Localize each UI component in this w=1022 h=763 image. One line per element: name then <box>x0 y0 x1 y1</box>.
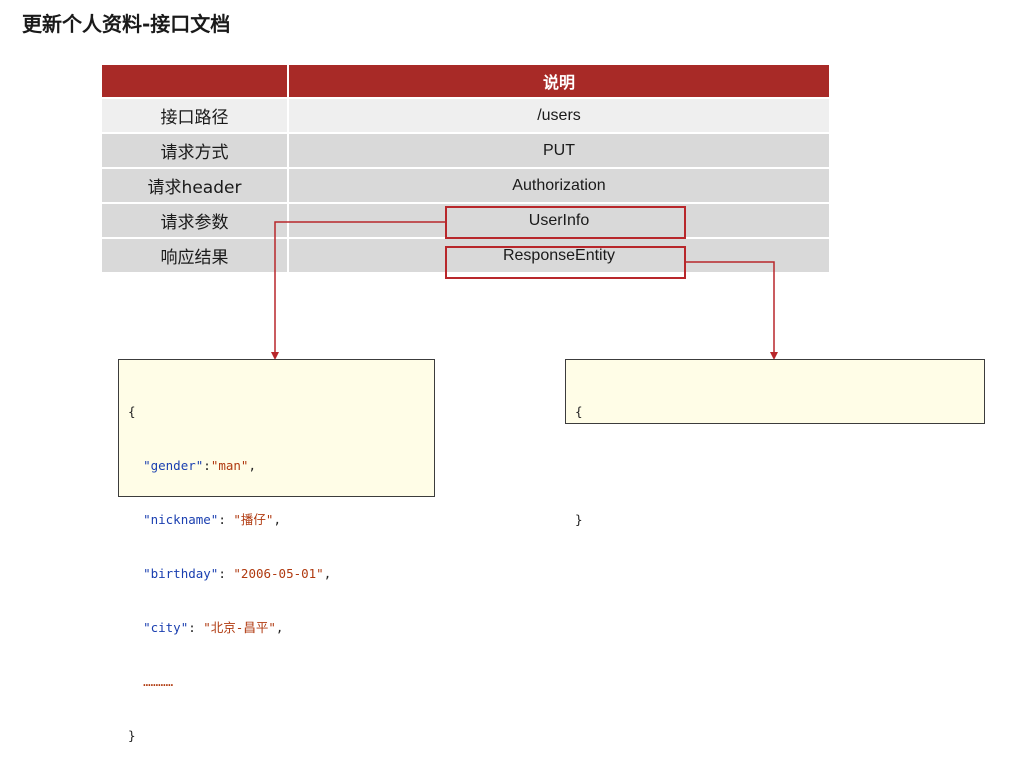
table-header-label <box>102 65 289 98</box>
request-field-nickname: "nickname": "播仔", <box>143 512 281 527</box>
table-header-row: 说明 <box>102 65 829 98</box>
row-value-response: ResponseEntity <box>288 237 829 272</box>
request-ellipsis: ………… <box>143 674 174 689</box>
row-label-header: 请求header <box>102 167 289 203</box>
table-row: 请求参数 UserInfo <box>102 202 829 238</box>
table-row: 响应结果 ResponseEntity <box>102 237 829 272</box>
response-json-box: { ​ } <box>565 359 985 527</box>
request-field-gender: "gender":"man", <box>143 458 256 473</box>
request-open-brace: { <box>128 404 136 419</box>
row-value-path: /users <box>288 97 829 133</box>
api-table: 说明 接口路径 /users 请求方式 PUT 请求header Authori… <box>102 65 829 272</box>
row-value-params: UserInfo <box>288 202 829 238</box>
row-value-header: Authorization <box>288 167 829 203</box>
userinfo-highlight-box <box>445 206 686 239</box>
request-arrow <box>271 221 445 360</box>
responseentity-highlight-box <box>445 246 686 279</box>
table-row: 请求header Authorization <box>102 167 829 203</box>
page-title: 更新个人资料-接口文档 <box>22 12 231 36</box>
row-label-method: 请求方式 <box>102 132 289 168</box>
row-label-path: 接口路径 <box>102 97 289 133</box>
row-label-response: 响应结果 <box>102 237 289 272</box>
row-label-params: 请求参数 <box>102 202 289 238</box>
response-close-brace: } <box>575 512 583 527</box>
response-empty-line: ​ <box>575 457 984 475</box>
response-arrow <box>686 261 778 360</box>
response-open-brace: { <box>575 404 583 419</box>
request-field-city: "city": "北京-昌平", <box>143 620 284 635</box>
row-value-method: PUT <box>288 132 829 168</box>
table-row: 请求方式 PUT <box>102 132 829 168</box>
table-row: 接口路径 /users <box>102 97 829 133</box>
table-header-description: 说明 <box>288 65 829 98</box>
request-json-box: { "gender":"man", "nickname": "播仔", "bir… <box>118 359 435 743</box>
request-close-brace: } <box>128 728 136 743</box>
connector-arrows <box>271 221 778 360</box>
request-field-birthday: "birthday": "2006-05-01", <box>143 566 332 581</box>
